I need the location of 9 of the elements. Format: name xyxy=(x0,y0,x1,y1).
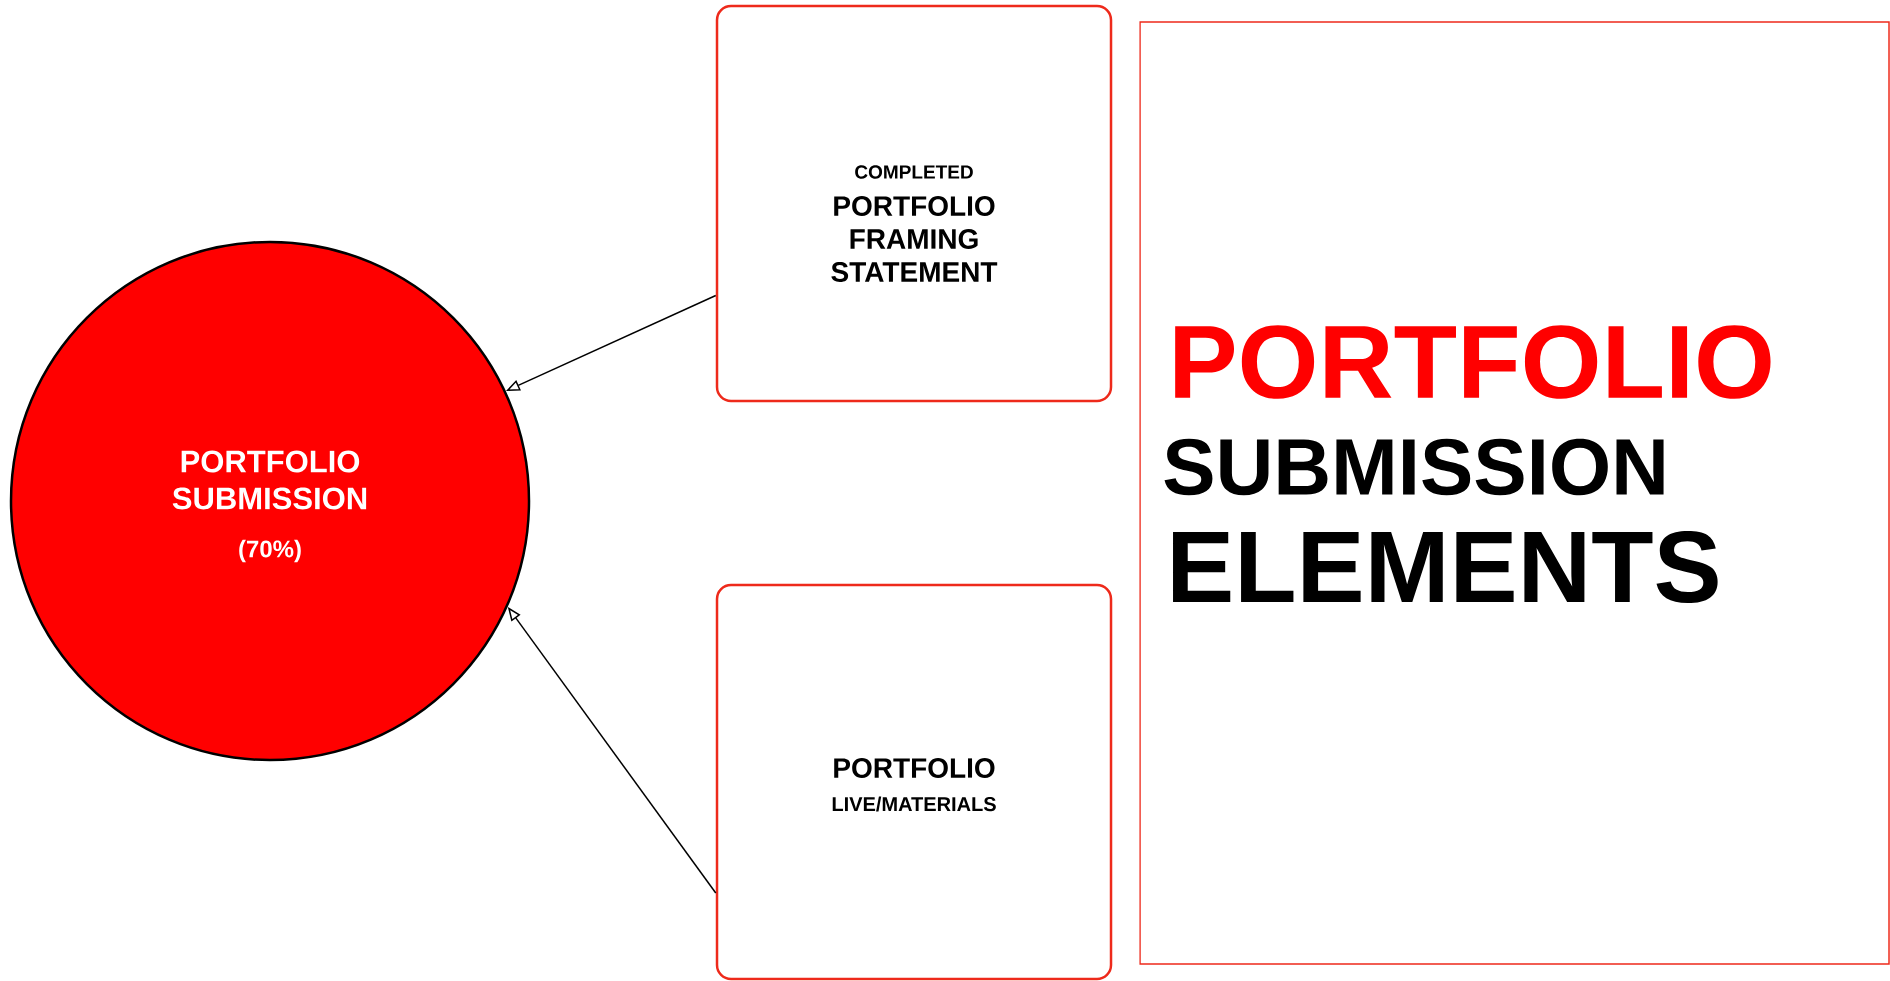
node-text: PORTFOLIO xyxy=(1175,325,1771,399)
node-text: LIVE/MATERIALS xyxy=(832,796,996,812)
node-text: PORTFOLIO FRAMING STATEMENT xyxy=(831,196,998,282)
node-text: ELEMENTS xyxy=(1173,530,1718,604)
node-text: COMPLETED xyxy=(855,165,973,179)
node-text: PORTFOLIO SUBMISSION xyxy=(172,450,367,510)
node-text: SUBMISSION xyxy=(1164,438,1664,496)
node-text: PORTFOLIO xyxy=(834,758,995,778)
node-text: (70%) xyxy=(239,539,301,563)
